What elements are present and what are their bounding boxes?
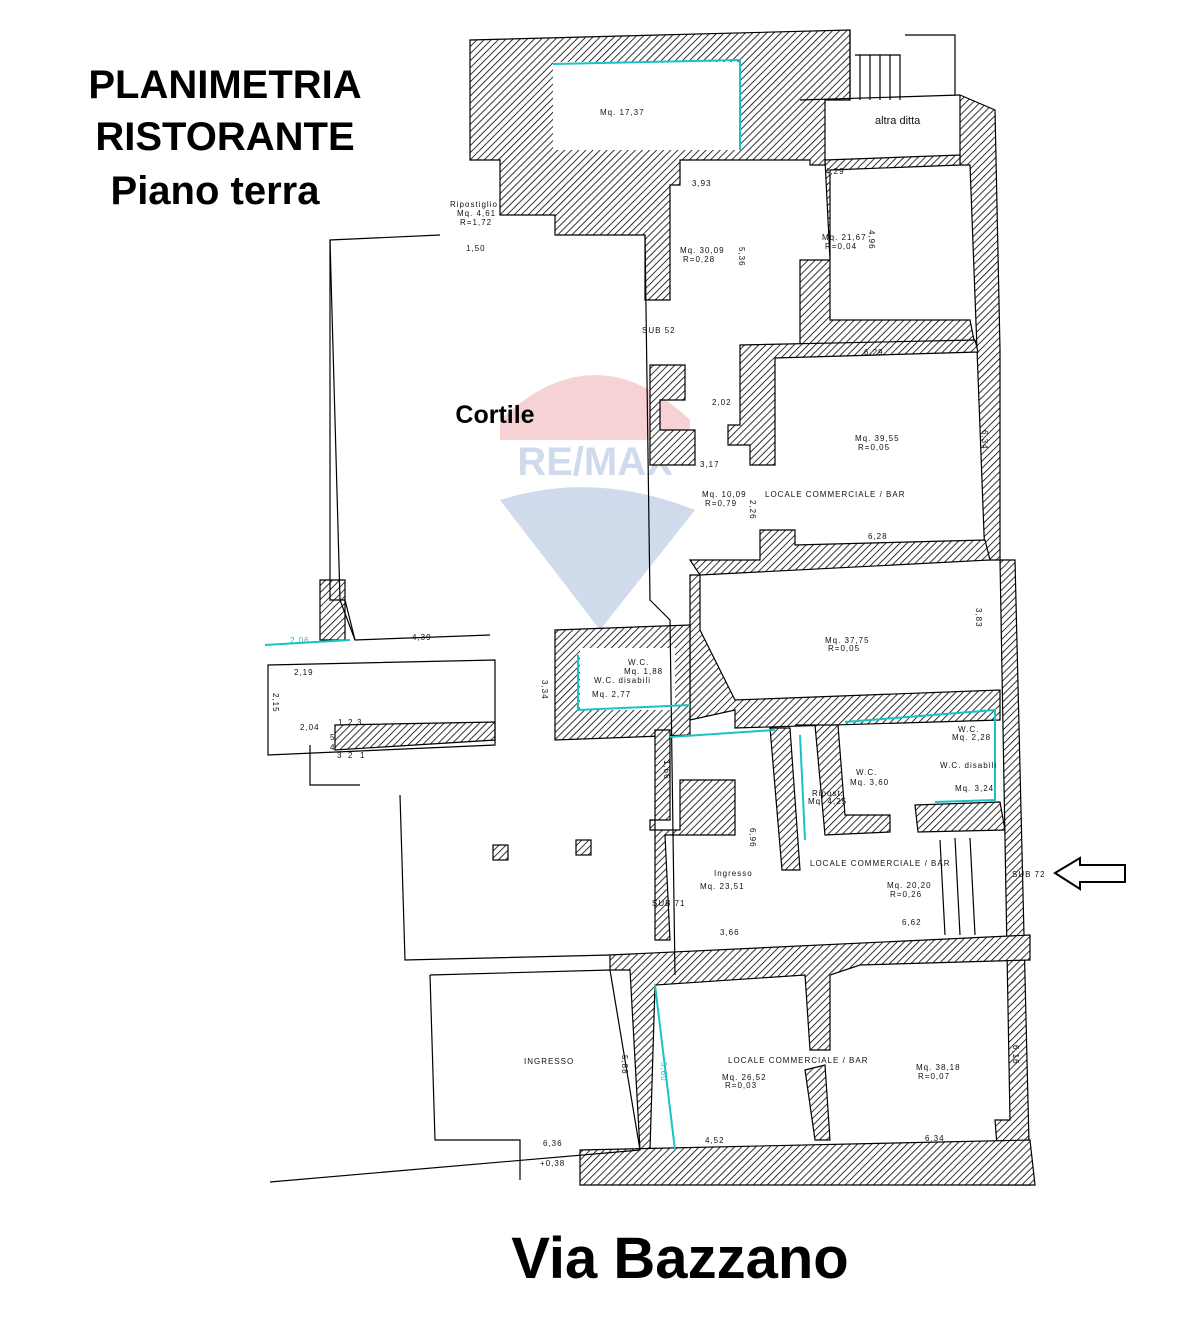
dimension: 2,02 bbox=[712, 398, 732, 407]
room-area: Mq. 39,55 bbox=[855, 434, 900, 443]
dimension: 5,60 bbox=[659, 1062, 668, 1082]
dimension: 4,96 bbox=[867, 230, 876, 250]
room-area: Mq. 37,75 bbox=[825, 636, 870, 645]
dimension: 3,83 bbox=[974, 608, 983, 628]
room-name: W.C. bbox=[856, 768, 877, 777]
label-sub71: SUB 71 bbox=[652, 899, 686, 908]
dimension: 6,34 bbox=[980, 430, 989, 450]
room-area: Mq. 26,52 bbox=[722, 1073, 767, 1082]
room-r: R=0,07 bbox=[918, 1072, 950, 1081]
remax-watermark: RE/MAX bbox=[500, 375, 695, 630]
room-name: W.C. disabili bbox=[594, 676, 651, 685]
label-altra-ditta: altra ditta bbox=[875, 115, 921, 127]
room-area: Mq. 4,25 bbox=[808, 797, 847, 806]
label-sub72: SUB 72 bbox=[1012, 870, 1046, 879]
room-area: Mq. 10,09 bbox=[702, 490, 747, 499]
room-r: R=0,03 bbox=[725, 1081, 757, 1090]
room-area: Mq. 20,20 bbox=[887, 881, 932, 890]
room-area: Mq. 17,37 bbox=[600, 108, 645, 117]
dimension: 2,15 bbox=[271, 693, 280, 713]
dimension: 1,66 bbox=[662, 760, 671, 780]
room-name: W.C. bbox=[958, 725, 979, 734]
stair-step: 5 bbox=[330, 733, 335, 742]
room-area: Mq. 4,61 bbox=[457, 209, 496, 218]
entrance-arrow-icon bbox=[1053, 856, 1126, 891]
dimension: 2,04 bbox=[300, 723, 320, 732]
label-ingresso-lower: INGRESSO bbox=[524, 1057, 574, 1066]
dimension: 2,06 bbox=[290, 636, 310, 645]
walls bbox=[319, 29, 1036, 1186]
outlines bbox=[264, 30, 996, 1183]
room-area: Mq. 30,09 bbox=[680, 246, 725, 255]
dimension: 6,96 bbox=[748, 828, 757, 848]
dimension: 6,28 bbox=[868, 532, 888, 541]
room-r: R=0,26 bbox=[890, 890, 922, 899]
dimension: 3,93 bbox=[692, 179, 712, 188]
dimension: 5,88 bbox=[620, 1055, 629, 1075]
title-line-3: Piano terra bbox=[111, 169, 321, 213]
room-r: R=0,05 bbox=[858, 443, 890, 452]
room-r: R=0,04 bbox=[825, 242, 857, 251]
watermark-text: RE/MAX bbox=[517, 440, 673, 484]
stair-step: 3 bbox=[337, 751, 342, 760]
room-area: Mq. 23,51 bbox=[700, 882, 745, 891]
dimension: 6,34 bbox=[925, 1134, 945, 1143]
stair-step: 4 bbox=[330, 743, 335, 752]
title-line-2: RISTORANTE bbox=[95, 115, 354, 159]
dimension: 4,39 bbox=[412, 633, 432, 642]
room-area: Mq. 3,24 bbox=[955, 784, 994, 793]
room-r: R=0,28 bbox=[683, 255, 715, 264]
room-r: R=1,72 bbox=[460, 218, 492, 227]
dimension: 4,52 bbox=[705, 1136, 725, 1145]
dimension-labels: 1,50 3,93 4,29 5,36 4,96 6,29 2,02 6,34 … bbox=[271, 167, 1020, 1148]
label-locale-2: LOCALE COMMERCIALE / BAR bbox=[810, 859, 950, 868]
room-name: Ripostiglio bbox=[450, 200, 498, 209]
label-cortile: Cortile bbox=[455, 401, 534, 429]
dimension: 3,66 bbox=[720, 928, 740, 937]
room-area: Mq. 2,28 bbox=[952, 733, 991, 742]
label-sub52: SUB 52 bbox=[642, 326, 676, 335]
label-elevation: +0,38 bbox=[540, 1159, 565, 1168]
dimension: 6,16 bbox=[1011, 1045, 1020, 1065]
dimension: 3,17 bbox=[700, 460, 720, 469]
label-locale-1: LOCALE COMMERCIALE / BAR bbox=[765, 490, 905, 499]
label-locale-3: LOCALE COMMERCIALE / BAR bbox=[728, 1056, 868, 1065]
stair-step: 1 bbox=[360, 751, 365, 760]
room-area: Mq. 1,88 bbox=[624, 667, 663, 676]
dimension: 6,29 bbox=[864, 348, 884, 357]
stair-step: 2 bbox=[348, 718, 353, 727]
room-area: Mq. 38,18 bbox=[916, 1063, 961, 1072]
dimension: 3,34 bbox=[540, 680, 549, 700]
room-name: W.C. disabili bbox=[940, 761, 997, 770]
stair-step: 1 bbox=[338, 718, 343, 727]
dimension: 1,50 bbox=[466, 244, 486, 253]
room-name: W.C. bbox=[628, 658, 649, 667]
dimension: 4,29 bbox=[825, 167, 845, 176]
dimension: 2,19 bbox=[294, 668, 314, 677]
room-area: Mq. 3,60 bbox=[850, 778, 889, 787]
room-area: Mq. 21,67 bbox=[822, 233, 867, 242]
room-area: Mq. 2,77 bbox=[592, 690, 631, 699]
stair-step: 2 bbox=[348, 751, 353, 760]
dimension: 6,62 bbox=[902, 918, 922, 927]
room-r: R=0,05 bbox=[828, 644, 860, 653]
room-labels: Mq. 17,37 Ripostiglio Mq. 4,61 R=1,72 Mq… bbox=[450, 108, 997, 1090]
dimension: 6,36 bbox=[543, 1139, 563, 1148]
room-name: Ripost. bbox=[812, 789, 844, 798]
stair-numbers: 1 2 3 5 4 3 2 1 bbox=[330, 718, 365, 760]
stair-step: 3 bbox=[357, 718, 362, 727]
dimension: 2,26 bbox=[748, 500, 757, 520]
title-line-1: PLANIMETRIA bbox=[88, 63, 361, 107]
street-name: Via Bazzano bbox=[511, 1226, 848, 1291]
dimension: 5,36 bbox=[737, 247, 746, 267]
room-name: Ingresso bbox=[714, 869, 753, 878]
room-r: R=0,79 bbox=[705, 499, 737, 508]
